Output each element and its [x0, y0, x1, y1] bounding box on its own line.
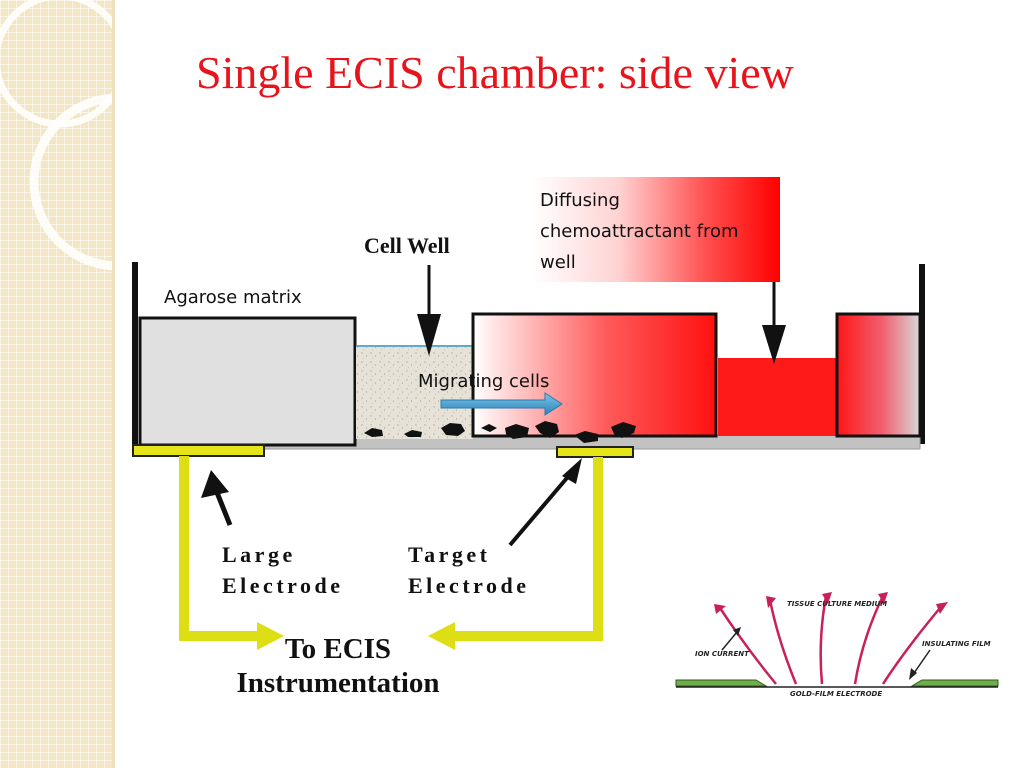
- migrating-cells: [364, 421, 636, 443]
- agarose-matrix-label: Agarose matrix: [164, 287, 302, 308]
- agarose-block: [138, 316, 357, 447]
- inset-tissue-culture-label: TISSUE CULTURE MEDIUM: [787, 600, 888, 608]
- migration-arrow: [440, 392, 563, 416]
- page-title: Single ECIS chamber: side view: [196, 47, 794, 98]
- target-electrode-pointer-head: [562, 458, 582, 484]
- cell: [404, 430, 422, 437]
- callout-pointer-head: [762, 325, 786, 364]
- wire-arrowhead-left: [257, 622, 284, 650]
- chamber-right-wall: [919, 264, 925, 444]
- large-electrode-label: Large Electrode: [222, 542, 344, 598]
- inset-field-lines: [718, 595, 941, 685]
- inset-ion-current-label: ION CURRENT: [695, 650, 749, 658]
- chemoattractant-well: [718, 358, 836, 436]
- cell: [441, 423, 465, 436]
- decorative-side-strip: [0, 0, 115, 768]
- cell: [481, 424, 497, 432]
- target-electrode-wire: [450, 457, 603, 641]
- large-electrode-pointer: [213, 489, 233, 526]
- chamber-left-wall: [132, 262, 138, 444]
- inset-electrode-diagram: [668, 590, 1000, 698]
- agarose-block-right: [835, 312, 922, 438]
- inset-gold-film-electrode-label: GOLD-FILM ELECTRODE: [790, 690, 883, 698]
- instrumentation-label: To ECIS Instrumentation: [236, 633, 440, 699]
- large-electrode-pointer-head: [201, 470, 229, 498]
- cell-well-label: Cell Well: [364, 233, 450, 258]
- cell: [574, 431, 598, 443]
- chemoattractant-gradient-block: [471, 312, 718, 438]
- wire-arrowhead-right: [428, 622, 455, 650]
- target-electrode-label: Target Electrode: [408, 542, 530, 598]
- large-electrode: [132, 444, 265, 457]
- target-electrode: [556, 446, 634, 458]
- decorative-rings: [0, 0, 112, 271]
- chemoattractant-callout: [532, 177, 780, 282]
- inset-insulating-film-label: INSULATING FILM: [922, 640, 991, 648]
- target-electrode-pointer: [508, 470, 574, 547]
- large-electrode-wire: [179, 456, 262, 641]
- inset-field-arrowheads: [714, 592, 948, 614]
- cell: [535, 421, 559, 438]
- cell-well-pointer-head: [417, 314, 441, 356]
- inset-insulating-film-right: [910, 679, 999, 687]
- cell: [364, 428, 383, 437]
- cell: [505, 424, 529, 439]
- migrating-cells-label: Migrating cells: [418, 371, 550, 392]
- cell: [611, 422, 636, 438]
- inset-insulating-film-left: [675, 679, 768, 687]
- chemoattractant-callout-text: Diffusing chemoattractant from well: [540, 190, 739, 273]
